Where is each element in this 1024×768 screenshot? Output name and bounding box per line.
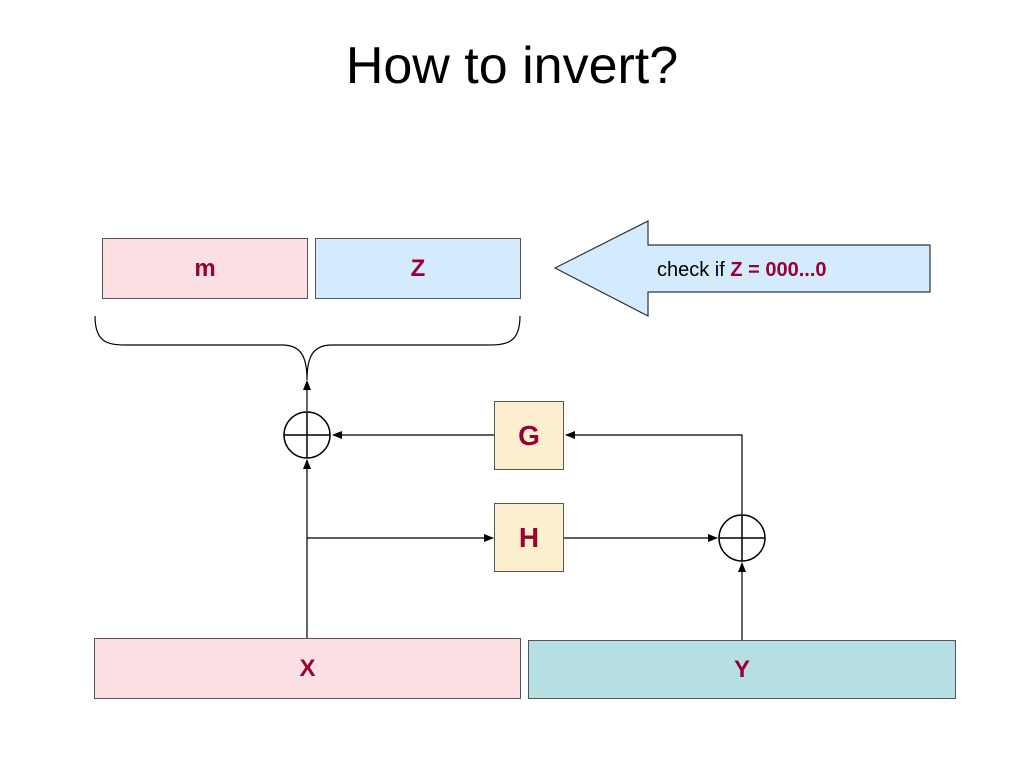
block-h-label: H: [518, 521, 540, 553]
block-z-label: Z: [410, 254, 426, 282]
block-y-label: Y: [733, 655, 750, 683]
grouping-brace: [94, 315, 521, 381]
block-m-label: m: [194, 254, 216, 282]
block-g-label: G: [518, 419, 540, 451]
xor-right-icon: [718, 514, 766, 562]
check-arrow-text: check if Z = 000...0: [657, 255, 827, 285]
check-condition: Z = 000...0: [730, 259, 827, 281]
xor-left-icon: [283, 411, 331, 459]
block-z: Z: [315, 238, 521, 299]
block-h: H: [494, 503, 564, 572]
check-prefix: check if: [657, 259, 725, 281]
block-x-label: X: [299, 654, 316, 682]
block-x: X: [94, 638, 521, 699]
page-title: How to invert?: [345, 37, 679, 95]
block-y: Y: [528, 640, 956, 699]
line-xor-to-g: [565, 431, 743, 514]
block-m: m: [102, 238, 308, 299]
check-arrow-shape: [553, 220, 931, 317]
block-g: G: [494, 401, 564, 470]
